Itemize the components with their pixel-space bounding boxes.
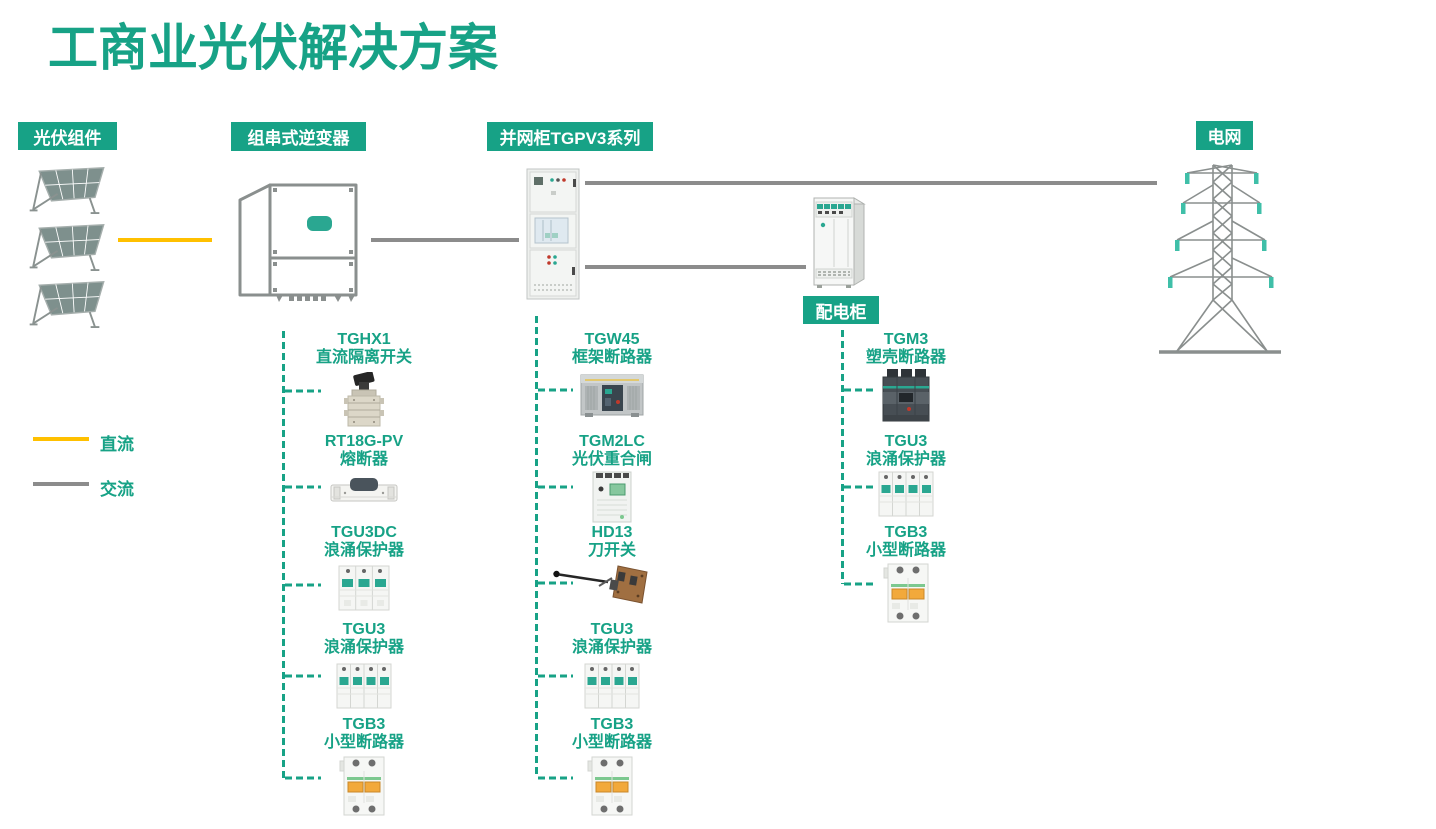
dc-legend-line [33, 437, 89, 441]
pv-recloser-image [589, 469, 635, 524]
miniature-circuit-breaker-image [584, 755, 640, 817]
dc-legend-label: 直流 [100, 435, 134, 454]
col3-dashed-branches [844, 388, 877, 586]
col1-dashed-branches [285, 389, 321, 780]
miniature-circuit-breaker-image [880, 561, 936, 625]
solar-panel-icon [26, 280, 110, 334]
dist-cabinet-image [813, 197, 866, 288]
surge-protector-4p-image [335, 660, 393, 710]
surge-protector-4p-image [583, 660, 641, 710]
air-frame-breaker-image [579, 371, 645, 419]
solar-panel-icon [26, 223, 110, 277]
ac-legend-label: 交流 [100, 480, 134, 499]
fuse-holder-image [329, 476, 399, 506]
ac-legend-line [33, 482, 89, 486]
string-inverter-image [238, 183, 358, 302]
surge-protector-4p-image [877, 468, 935, 518]
tag-dist-cabinet: 配电柜 [803, 296, 879, 324]
molded-case-breaker-image [879, 367, 933, 425]
knife-switch-image [552, 562, 652, 606]
grid-cabinet-image [526, 168, 580, 300]
page-title: 工商业光伏解决方案 [48, 20, 498, 76]
transmission-tower-icon [1159, 164, 1281, 354]
tag-string-inverter: 组串式逆变器 [231, 122, 366, 151]
col2-dashed-branches [538, 388, 573, 780]
solar-panel-icon [26, 166, 110, 220]
tag-pv-modules: 光伏组件 [18, 122, 117, 150]
tag-grid-cabinet: 并网柜TGPV3系列 [487, 122, 653, 151]
dc-isolator-switch-image [338, 372, 390, 428]
miniature-circuit-breaker-image [336, 755, 392, 817]
surge-protector-3p-image [337, 562, 391, 612]
tag-grid: 电网 [1196, 121, 1253, 150]
